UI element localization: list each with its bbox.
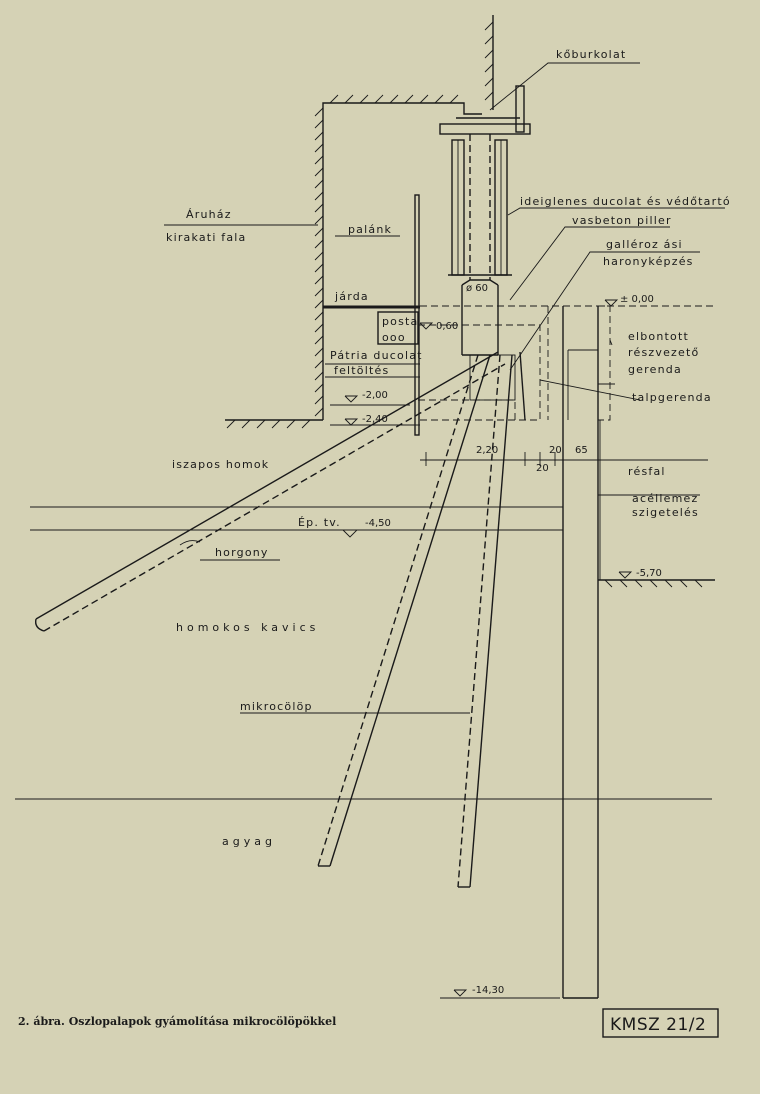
label-removed-1: elbontott	[628, 330, 689, 343]
temporary-shoring	[439, 117, 531, 356]
level-minus-5-70: -5,70	[636, 568, 662, 579]
level-minus-14-30: -14,30	[472, 985, 504, 996]
label-sandy-gravel: homokos kavics	[176, 621, 319, 634]
post-box	[377, 311, 419, 345]
level-markers	[330, 299, 633, 999]
label-department-store: Áruház	[186, 208, 232, 221]
diaphragm-wall	[547, 305, 615, 999]
upper-wall	[484, 15, 525, 133]
level-minus-4-50: -4,50	[365, 518, 391, 529]
micro-piles	[317, 351, 526, 888]
label-sidewalk: járda	[334, 290, 369, 303]
level-minus-2-00: -2,00	[362, 390, 388, 401]
label-steel-sheet-1: acéllemez	[632, 492, 699, 505]
label-plank: palánk	[348, 223, 392, 236]
label-collar: galléroz ási	[606, 238, 683, 251]
level-minus-2-40: -2,40	[362, 414, 388, 425]
level-0-00: ± 0,00	[620, 294, 654, 305]
code-box	[602, 1008, 719, 1038]
label-silty-sand: iszapos homok	[172, 458, 269, 471]
label-phi-60: ø 60	[466, 283, 488, 294]
dim-20-b: 20	[536, 463, 549, 474]
label-post-symbols: ooo	[382, 331, 406, 344]
label-rc-pillar: vasbeton piller	[572, 214, 672, 227]
figure-caption: 2. ábra. Oszlopalapok gyámolítása mikroc…	[18, 1015, 336, 1028]
leader-lines	[164, 62, 725, 714]
label-removed-2: részvezető	[628, 346, 699, 359]
plank	[414, 194, 420, 436]
label-patria-shoring: Pátria ducolat	[330, 349, 423, 362]
label-stone-cladding: kőburkolat	[556, 48, 626, 61]
label-micro-pile: mikrocölöp	[240, 700, 313, 713]
label-post: posta	[382, 315, 419, 328]
dim-20-a: 20	[549, 445, 562, 456]
department-store-wall	[225, 94, 482, 429]
label-shop-window-wall: kirakati fala	[166, 231, 246, 244]
dim-2-20: 2,20	[476, 445, 498, 456]
sidewalk	[323, 305, 715, 309]
label-fill: feltöltés	[334, 364, 389, 377]
label-building-water-level: Ép. tv.	[298, 516, 341, 529]
label-clay: agyag	[222, 835, 276, 848]
label-removed-3: gerenda	[628, 363, 682, 376]
dim-65: 65	[575, 445, 588, 456]
drawing-code: KMSZ 21/2	[610, 1015, 706, 1035]
label-footing-beam: talpgerenda	[632, 391, 712, 404]
right-ground	[598, 579, 715, 588]
label-anchor: horgony	[215, 546, 269, 559]
soil-layers	[15, 506, 712, 800]
label-diaphragm-wall: résfal	[628, 465, 666, 478]
label-temporary-shoring: ideiglenes ducolat és védőtartó	[520, 195, 731, 208]
patria-shoring	[325, 363, 420, 378]
level-0-60: 0,60	[436, 321, 458, 332]
anchor	[34, 351, 506, 632]
label-steel-sheet-2: szigetelés	[632, 506, 699, 519]
label-groove-forming: haronyképzés	[603, 255, 694, 268]
